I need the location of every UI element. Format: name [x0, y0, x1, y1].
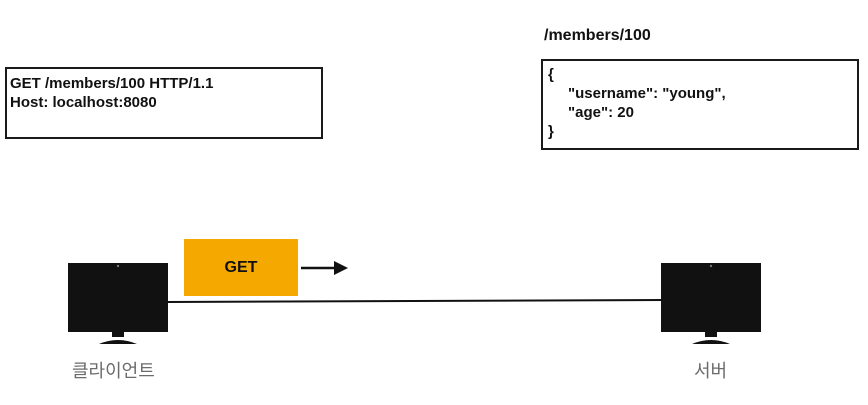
request-arrow	[301, 261, 348, 275]
client-label: 클라이언트	[72, 361, 155, 382]
json-response-box: { "username": "young", "age": 20}	[541, 59, 859, 150]
request-line-1: GET /members/100 HTTP/1.1	[10, 75, 214, 92]
get-method-label: GET	[224, 258, 258, 276]
connection-line	[167, 299, 663, 303]
client-monitor-icon	[68, 263, 168, 344]
json-open-brace: {	[548, 66, 554, 83]
json-close-brace: }	[548, 123, 554, 140]
json-username-line: "username": "young",	[568, 85, 726, 102]
server-label: 서버	[694, 361, 728, 382]
request-line-2: Host: localhost:8080	[10, 94, 157, 111]
json-age-line: "age": 20	[568, 104, 634, 121]
response-title: /members/100	[544, 27, 651, 44]
server-monitor-icon	[661, 263, 761, 344]
get-method-badge: GET	[184, 239, 298, 296]
